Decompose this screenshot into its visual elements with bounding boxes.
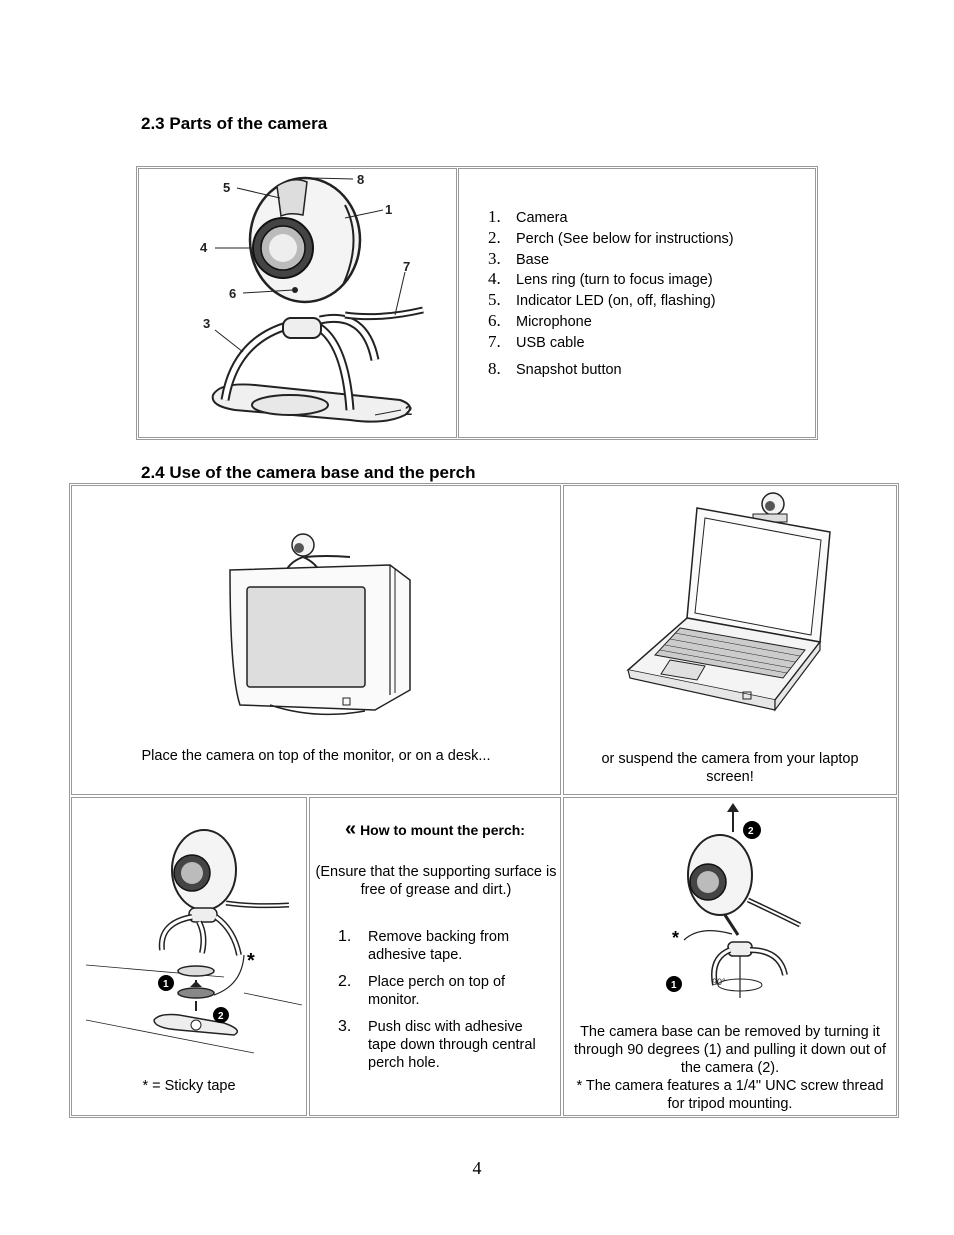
callout-6: 6: [229, 286, 236, 301]
list-item: 2.Perch (See below for instructions): [488, 227, 734, 247]
list-item: 3.Base: [488, 248, 550, 268]
list-item: 5.Indicator LED (on, off, flashing): [488, 290, 716, 310]
mount-cell: [309, 797, 561, 1116]
remove-badge-1: 1: [671, 980, 677, 991]
parts-table: [136, 166, 818, 440]
page-number: 4: [472, 1158, 482, 1178]
callout-4: 4: [200, 240, 208, 255]
monitor-caption: Place the camera on top of the monitor, …: [141, 748, 491, 764]
usage-table: [69, 483, 899, 1118]
step-badge-2: 2: [218, 1011, 224, 1022]
callout-8: 8: [357, 172, 364, 187]
section-heading-parts: 2.3 Parts of the camera: [141, 114, 328, 133]
list-item: 3.Push disc with adhesive tape down thro…: [338, 1018, 536, 1071]
callout-1: 1: [385, 202, 392, 217]
list-item: 4.Lens ring (turn to focus image): [488, 269, 713, 289]
angle-label: 90°: [712, 977, 726, 987]
mount-title: « How to mount the perch:: [345, 818, 525, 840]
sticky-caption: * = Sticky tape: [142, 1078, 236, 1094]
list-item: 7.USB cable: [488, 331, 585, 351]
camera-parts-illustration: 1 2 3 4 5 6 7 8: [200, 172, 424, 423]
sticky-cell: [71, 797, 307, 1116]
step-badge-1: 1: [163, 979, 169, 990]
mount-note: (Ensure that the supporting surface is f…: [315, 864, 557, 898]
remove-base-cell: [563, 797, 897, 1116]
laptop-cell: [563, 485, 897, 795]
remove-base-caption: The camera base can be removed by turnin…: [574, 1024, 886, 1112]
list-item: 1.Camera: [488, 207, 568, 226]
parts-list-cell: [458, 168, 816, 438]
callout-2: 2: [405, 403, 412, 418]
list-item: 2.Place perch on top of monitor.: [338, 973, 506, 1008]
remove-badge-2: 2: [748, 826, 754, 837]
perch-mount-illustration: * 1 2: [85, 829, 303, 1054]
mount-steps: 1.Remove backing from adhesive tape. 2.P…: [338, 928, 553, 1081]
star-marker: *: [247, 950, 255, 972]
remove-base-illustration: 2 * 90° 1: [666, 803, 802, 998]
callout-5: 5: [223, 180, 230, 195]
parts-image-cell: [138, 168, 457, 438]
parts-list: 1.Camera 2.Perch (See below for instruct…: [488, 207, 734, 379]
laptop-caption: or suspend the camera from your laptop s…: [601, 751, 859, 785]
monitor-cell: [71, 485, 561, 795]
chevron-left-icon: «: [345, 818, 357, 840]
star-marker-2: *: [672, 928, 679, 948]
list-item: 6.Microphone: [488, 310, 592, 330]
section-heading-base-perch: 2.4 Use of the camera base and the perch: [141, 463, 476, 482]
callout-3: 3: [203, 316, 210, 331]
list-item: 1.Remove backing from adhesive tape.: [338, 928, 510, 963]
laptop-illustration: [626, 492, 831, 712]
list-item: 8.Snapshot button: [488, 358, 622, 378]
callout-7: 7: [403, 259, 410, 274]
monitor-illustration: [229, 533, 411, 716]
